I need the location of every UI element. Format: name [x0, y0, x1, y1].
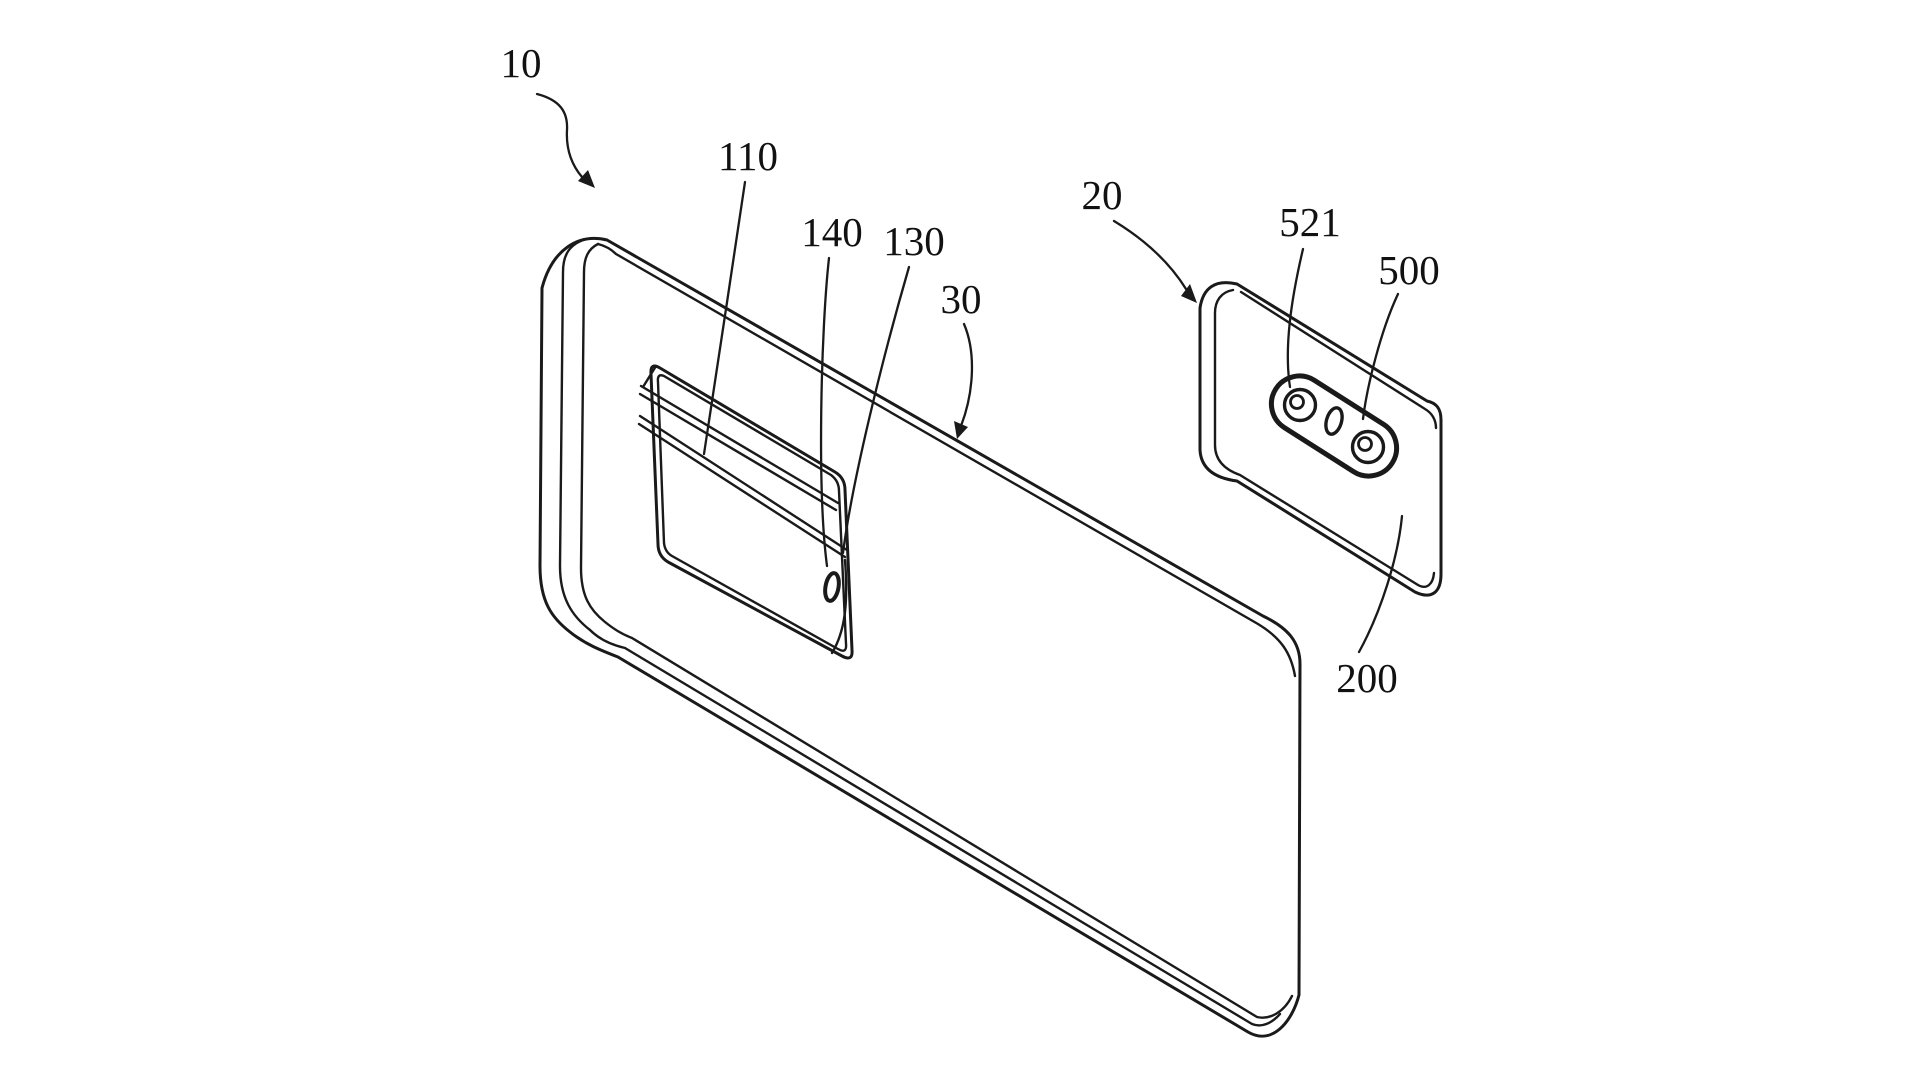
arrowhead-20 [1181, 284, 1197, 303]
module-outline [1198, 281, 1443, 597]
lens-2-inner [1357, 436, 1373, 452]
leader-200 [1357, 514, 1404, 654]
camera-module [1198, 281, 1443, 597]
leader-500 [1361, 292, 1400, 421]
leader-130 [841, 265, 911, 555]
leader-140 [819, 256, 831, 568]
lens-1-outer [1282, 387, 1318, 423]
label-521: 521 [1279, 199, 1341, 245]
arrowhead-10 [578, 170, 595, 188]
phone-left-cap-middle-line [558, 237, 1282, 1027]
recess-rim-outer [649, 364, 854, 660]
phone-rear-housing [538, 237, 1302, 1038]
flash-oval [1324, 406, 1344, 436]
module-left-cap-inner-line [1213, 288, 1436, 588]
module-top-edge-inner-line [1239, 290, 1438, 430]
recess-step-line-1 [638, 414, 849, 552]
recess-floor-top-line-2 [638, 392, 838, 512]
label-10: 10 [501, 40, 542, 86]
recess-floor-corner-arc [830, 558, 848, 655]
reference-annotations: 10 110 140 130 30 20 521 500 200 [501, 40, 1440, 701]
connector-oval [823, 571, 841, 603]
phone-left-cap-inner-line [579, 242, 1294, 1019]
recess-seat [637, 364, 854, 660]
phone-top-edge-inner-line [596, 242, 1297, 678]
leader-arrow-10 [535, 92, 584, 179]
leader-110 [702, 180, 747, 456]
label-110: 110 [718, 133, 778, 179]
recess-rim-inner [656, 374, 848, 652]
label-200: 200 [1336, 655, 1398, 701]
recess-floor-top-line-1 [639, 384, 840, 505]
label-140: 140 [801, 209, 863, 255]
phone-outline [538, 237, 1302, 1038]
recess-step-line-2 [637, 422, 847, 559]
label-500: 500 [1378, 247, 1440, 293]
camera-pill-group [1268, 373, 1400, 479]
camera-pill [1268, 373, 1400, 479]
label-30: 30 [941, 276, 982, 322]
lens-1-inner [1289, 394, 1305, 410]
leader-521 [1286, 247, 1305, 389]
recess-corner-mark [641, 364, 658, 389]
lens-2-outer [1350, 429, 1386, 465]
leader-arrow-20 [1112, 219, 1188, 291]
arrowhead-30 [954, 421, 968, 439]
label-20: 20 [1082, 172, 1123, 218]
leader-arrow-30 [959, 322, 974, 428]
label-130: 130 [883, 218, 945, 264]
